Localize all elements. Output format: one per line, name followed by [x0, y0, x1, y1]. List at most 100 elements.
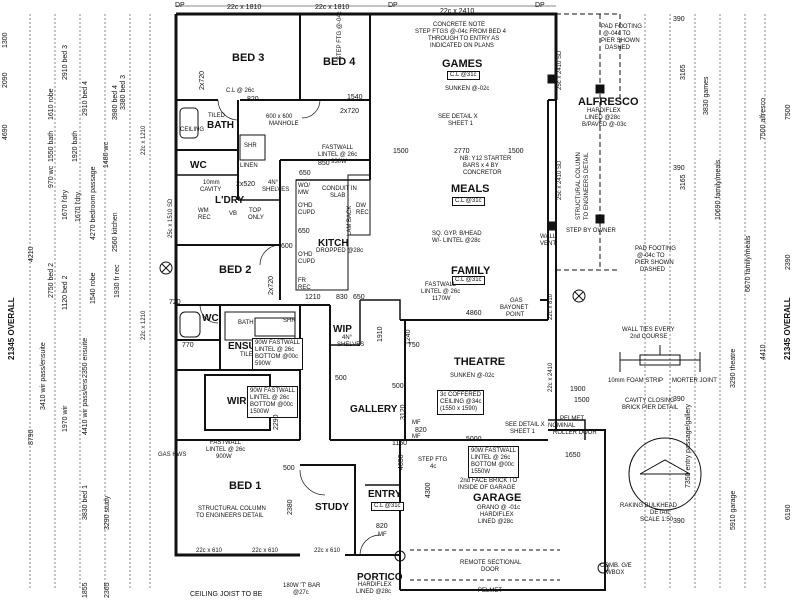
win-25c-2410-a: 25c x 2410 SD	[557, 50, 563, 90]
room-alfresco: ALFRESCO	[578, 96, 639, 108]
pad-footing-2: @-04c TO	[603, 31, 631, 37]
dim-820: 820	[247, 96, 259, 103]
mf-1: MF	[412, 420, 421, 426]
top-dim-2: 22c x 1810	[315, 4, 350, 11]
indicated-note: INDICATED ON PLANS	[430, 43, 494, 49]
dim-3830-bed1: 3830 bed 1	[82, 484, 89, 520]
dim-1500-c: 1500	[574, 397, 590, 404]
room-bed3: BED 3	[232, 52, 265, 64]
dim-3830-games: 3830 games	[703, 76, 710, 115]
pad-footing-4: @-04c TO	[637, 253, 665, 259]
gas-hws: GAS HWS	[158, 452, 187, 458]
dim-500-a: 500	[392, 383, 404, 390]
dim-4210: 4210	[28, 246, 35, 262]
dim-2x720-b: 2x720	[340, 108, 360, 115]
mw-label: MW	[298, 190, 309, 196]
step-ftg-2: STEP FTG	[418, 457, 448, 463]
dim-850: 850	[318, 160, 330, 167]
ensuite-shr: SHR	[283, 318, 296, 324]
pad-footing-1: PAD FOOTING	[601, 24, 642, 30]
only-label: ONLY	[248, 215, 264, 221]
bayonet-label: BAYONET	[500, 305, 529, 311]
garage-lined: LINED @28c	[478, 519, 514, 525]
pelmet-2: PELMET	[478, 588, 503, 594]
inside-garage: INSIDE OF GARAGE	[458, 485, 516, 491]
win-22c-810: 22c x 810	[548, 293, 554, 320]
dim-2365: 2365	[104, 582, 111, 598]
garage-fw-4: 1550W	[471, 469, 491, 475]
coffered-1: 3c COFFERED	[440, 392, 482, 398]
dim-1540-robe: 1540 robe	[90, 272, 97, 304]
dim-970-wc: 970 wc	[48, 165, 55, 188]
dim-820-c: 820	[376, 523, 388, 530]
rec-label: REC	[198, 215, 211, 221]
pelmet-1: PELMET	[560, 416, 585, 422]
face-brick: 2nd FACE BRICK TO	[460, 478, 518, 484]
dim-390-b: 390	[673, 165, 685, 172]
bath-tiled: TILED	[208, 113, 226, 119]
dim-1970-wir: 1970 wir	[62, 405, 69, 432]
foam-strip: 10mm FOAM STRIP	[608, 378, 664, 384]
dim-2x520: 2x520	[236, 181, 256, 188]
mf-2: MF	[412, 434, 421, 440]
dim-7350-entry: 7350 entry passage/gallery	[685, 403, 692, 488]
win-22c-610-a: 22c x 610	[196, 548, 223, 554]
ensuite-lintel-box: 90W FASTWALL LINTEL @ 26c BOTTOM @00c 59…	[252, 338, 304, 370]
dim-4270-passage: 4270 bedroom passage	[90, 166, 97, 240]
dim-4300: 4300	[425, 482, 432, 498]
dim-1670-ldry: 1670 l'dry	[62, 189, 69, 220]
room-entry: ENTRY	[368, 489, 402, 500]
bars-by: BARS x 4 BY	[463, 163, 499, 169]
wip-shelves-1: 4N°	[342, 335, 353, 341]
engineers-detail-2: TO ENGINEERS DETAIL	[196, 513, 264, 519]
raking-scale: SCALE 1:50	[640, 517, 674, 523]
overall-right-label: 21345 OVERALL	[783, 297, 792, 360]
gas-label: GAS	[510, 298, 523, 304]
win-25c-2410-b: 25c x 2410 SD	[557, 160, 563, 200]
tbar-1: 180W 'T' BAR	[283, 583, 321, 589]
room-ensuite: ENSUITE	[228, 341, 272, 352]
step-ftg-2b: 4c	[430, 464, 437, 470]
dim-4410: 4410	[760, 344, 767, 360]
dim-1500-a: 1500	[393, 148, 409, 155]
dim-1930-fr-rec: 1930 fr rec	[114, 264, 121, 298]
portico-hardiflex: HARDIFLEX	[358, 582, 392, 588]
dim-650-b: 650	[353, 294, 365, 301]
y12-starter: NB: Y12 STARTER	[460, 156, 512, 162]
wo-label: WO/	[298, 183, 310, 189]
dim-650-a: 650	[299, 170, 311, 177]
win-25c-1510: 25c x 1510 SD	[168, 198, 174, 238]
win-22c-2410: 22c x 2410	[548, 362, 554, 392]
overall-left-label: 21345 OVERALL	[7, 297, 16, 360]
dashed-1: DASHED	[605, 45, 631, 51]
room-theatre: THEATRE	[454, 356, 506, 368]
garage-fw-2: LINTEL @ 26c	[471, 455, 511, 461]
fr-label: FR	[298, 278, 306, 284]
garage-fw-1: 90W FASTWALL	[471, 448, 517, 454]
meals-lintel-w: 930W	[331, 159, 347, 165]
remote-door-2: DOOR	[481, 567, 499, 573]
dim-4690: 4690	[2, 124, 9, 140]
entry-cl: C.L @31c	[371, 502, 404, 511]
cupd-label-2: CUPD	[298, 259, 316, 265]
room-garage: GARAGE	[473, 492, 522, 504]
garage-grano: GRANO @ -01c	[477, 505, 521, 511]
wir-lintel-box: 90W FASTWALL LINTEL @ 26c BOTTOM @00c 15…	[247, 386, 299, 418]
slab-note: SLAB	[330, 193, 346, 199]
meals-lintel: LINTEL @ 26c	[318, 152, 358, 158]
room-portico: PORTICO	[357, 572, 403, 583]
dim-1910: 1910	[377, 326, 384, 342]
dim-1480-wc: 1480 wc	[103, 141, 110, 168]
comb-ge: COMB. G/E	[600, 563, 632, 569]
theatre-lintel-w: 1170W	[432, 296, 451, 302]
dim-390-d: 390	[673, 518, 685, 525]
dashed-2: DASHED	[640, 267, 666, 273]
portico-lined: LINED @28c	[356, 589, 392, 595]
ceiling-joist: CEILING JOIST TO BE	[190, 591, 263, 598]
mf-3: MF	[378, 532, 387, 538]
room-kitchen: KITCH	[318, 238, 349, 249]
wip-shelves-1b: SHELVES	[337, 342, 365, 348]
bed3-cl: C.L @ 26c	[226, 88, 255, 94]
top-dim-3: 22c x 2410	[440, 8, 475, 15]
